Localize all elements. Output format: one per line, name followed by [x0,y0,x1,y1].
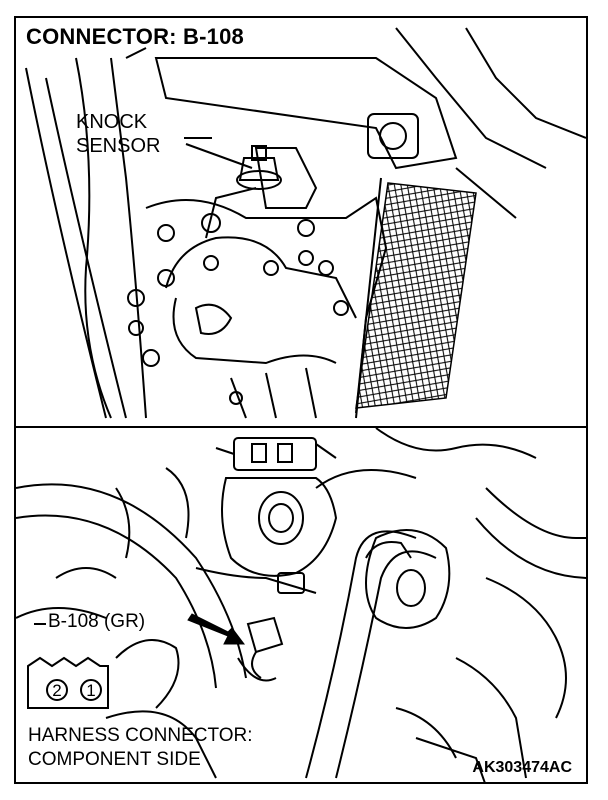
pointer-arrow [187,613,245,645]
knock-sensor-label-line1: KNOCK [76,111,148,133]
connector-pin-1: 1 [80,679,102,701]
engine-block-drawing [25,27,586,419]
connector-pin-2: 2 [46,679,68,701]
harness-connector-label-line2: COMPONENT SIDE [28,749,201,770]
engine-illustration [16,27,586,782]
harness-area-drawing [16,427,586,782]
panel-divider [16,426,586,428]
knock-sensor-label-line2: SENSOR [76,135,161,157]
connector-label: B-108 (GR) [48,611,146,632]
diagram-title: CONNECTOR: B-108 [26,24,244,49]
heat-shield-mesh [355,182,477,409]
figure-code: AK303474AC [472,759,572,776]
diagram-frame: CONNECTOR: B-108 KNOCK SENSOR B-108 (GR)… [14,16,588,784]
harness-connector-label-line1: HARNESS CONNECTOR: [28,725,253,746]
